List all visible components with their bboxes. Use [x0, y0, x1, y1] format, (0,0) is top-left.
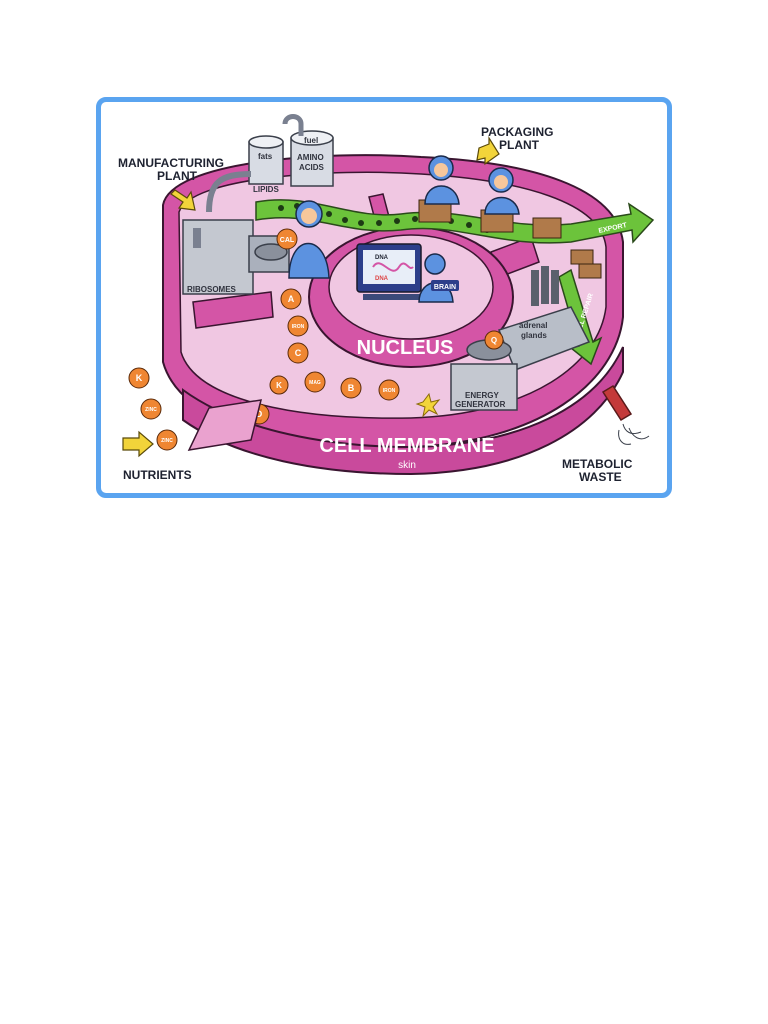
metabolic-waste-label-1: METABOLIC: [562, 457, 633, 471]
nutrients-arrow-icon: [123, 432, 153, 456]
diagram-frame: NUCLEUS DNA DNA BRAIN EXPORT CELL REPAIR: [96, 97, 672, 498]
vitamin-zinc-1: ZINC: [141, 399, 161, 419]
svg-text:IRON: IRON: [292, 324, 305, 330]
dna-computer: DNA DNA: [357, 244, 423, 300]
vitamin-iron-2: IRON: [379, 380, 399, 400]
vitamin-q: Q: [485, 331, 503, 349]
svg-text:ZINC: ZINC: [161, 438, 173, 444]
vitamin-k-inner: K: [270, 376, 288, 394]
fuel-pipe: [285, 117, 301, 137]
packaging-arrow-icon: [477, 138, 499, 164]
vitamin-c: C: [288, 343, 308, 363]
vitamin-k-outer: K: [129, 368, 149, 388]
svg-text:B: B: [348, 383, 355, 393]
dna-label-top: DNA: [375, 255, 389, 261]
amino-label-2: ACIDS: [299, 163, 325, 172]
cell-membrane-label: CELL MEMBRANE: [319, 435, 494, 457]
metabolic-waste-label-2: WASTE: [579, 470, 622, 484]
adrenal-label-1: adrenal: [519, 321, 547, 330]
vitamin-cal: CAL: [277, 229, 297, 249]
svg-text:ZINC: ZINC: [145, 407, 157, 413]
waste-pipe: [603, 386, 649, 444]
svg-text:K: K: [136, 373, 143, 383]
fuel-label: fuel: [304, 136, 318, 145]
energy-label-2: GENERATOR: [455, 400, 506, 409]
ribosomes-label: RIBOSOMES: [187, 285, 237, 294]
manufacturing-plant-label-1: MANUFACTURING: [118, 156, 224, 170]
vitamin-b: B: [341, 378, 361, 398]
brain-label: BRAIN: [434, 284, 456, 291]
svg-text:IRON: IRON: [383, 388, 396, 394]
nutrients-label: NUTRIENTS: [123, 468, 192, 482]
svg-text:A: A: [288, 294, 295, 304]
dna-label-bottom: DNA: [375, 276, 389, 282]
svg-text:K: K: [276, 381, 282, 390]
svg-text:Q: Q: [491, 336, 497, 345]
amino-label-1: AMINO: [297, 153, 324, 162]
energy-label-1: ENERGY: [465, 391, 499, 400]
vitamin-mag: MAG: [305, 372, 325, 392]
svg-text:CAL: CAL: [280, 237, 295, 244]
svg-text:C: C: [295, 348, 302, 358]
cell-factory-illustration: NUCLEUS DNA DNA BRAIN EXPORT CELL REPAIR: [101, 102, 667, 493]
fats-label: fats: [258, 152, 273, 161]
vitamin-iron-1: IRON: [288, 316, 308, 336]
skin-label: skin: [398, 460, 416, 471]
manufacturing-plant-label-2: PLANT: [157, 169, 198, 183]
vitamin-a: A: [281, 289, 301, 309]
vitamin-zinc-2: ZINC: [157, 430, 177, 450]
nucleus-label: NUCLEUS: [357, 337, 454, 359]
svg-text:MAG: MAG: [309, 380, 321, 386]
packaging-plant-label-2: PLANT: [499, 138, 540, 152]
adrenal-label-2: glands: [521, 331, 547, 340]
lipids-label: LIPIDS: [253, 185, 279, 194]
packaging-plant-label-1: PACKAGING: [481, 125, 553, 139]
